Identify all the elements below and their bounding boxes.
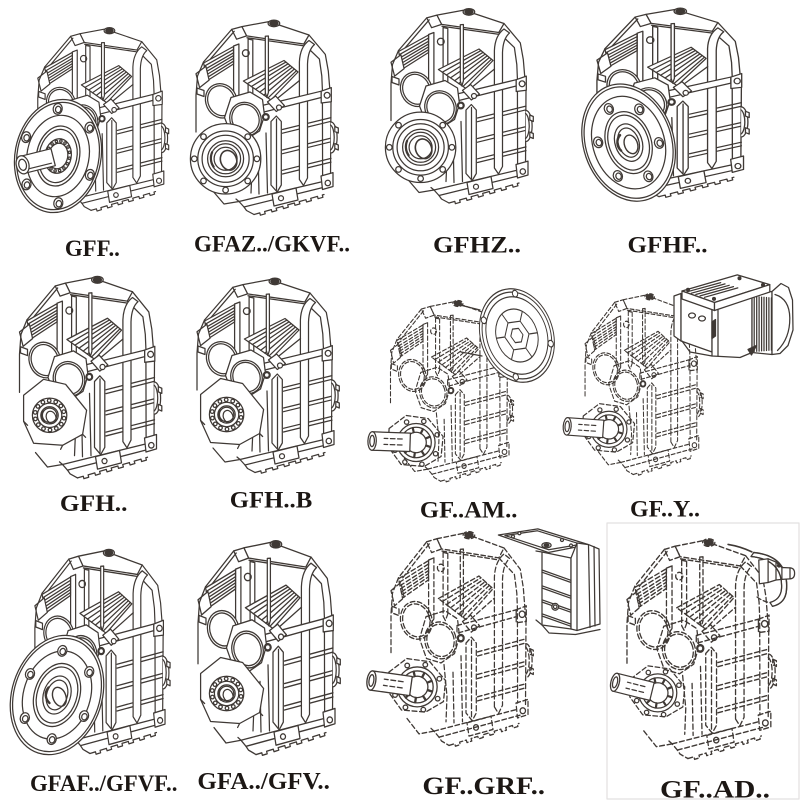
svg-text:GF..Y..: GF..Y.. — [630, 497, 700, 522]
svg-text:GFAF../GFVF..: GFAF../GFVF.. — [30, 771, 178, 796]
svg-text:GFHZ..: GFHZ.. — [433, 233, 521, 258]
svg-text:GFAZ../GKVF..: GFAZ../GKVF.. — [194, 232, 350, 257]
svg-text:GF..GRF..: GF..GRF.. — [422, 773, 545, 800]
svg-text:GFA../GFV..: GFA../GFV.. — [197, 769, 330, 795]
svg-text:GF..AD..: GF..AD.. — [660, 777, 770, 800]
svg-text:GFH..B: GFH..B — [230, 488, 313, 513]
svg-text:GF..AM..: GF..AM.. — [420, 498, 518, 523]
svg-text:GFHF..: GFHF.. — [628, 233, 708, 258]
svg-text:GFH..: GFH.. — [60, 491, 128, 516]
svg-text:GFF..: GFF.. — [65, 236, 120, 261]
